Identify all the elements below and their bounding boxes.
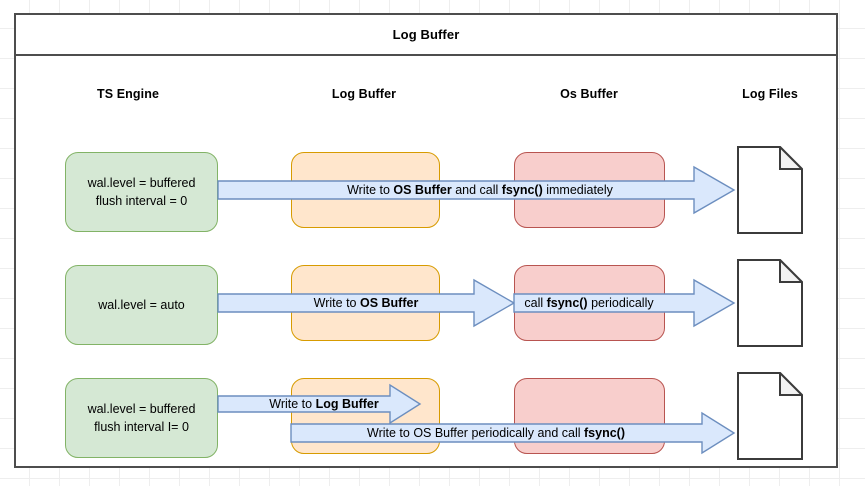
label-part-bold: fsync() — [584, 425, 625, 440]
arrow-label-row-1-1: Write to OS Buffer and call fsync() imme… — [347, 184, 613, 197]
label-part: Write to — [313, 295, 360, 310]
column-header-os-buffer: Os Buffer — [560, 87, 618, 101]
label-part: and call — [451, 182, 502, 197]
label-part-bold: fsync() — [501, 182, 543, 197]
ts-engine-config-line-1: wal.level = buffered — [87, 401, 196, 416]
ts-engine-config-line-1: wal.level = auto — [98, 297, 185, 312]
column-header-log-files: Log Files — [742, 87, 798, 101]
label-part-bold: OS Buffer — [359, 295, 419, 310]
arrow-shape-row-3-a[interactable] — [217, 383, 422, 425]
ts-engine-config-line-2: flush interval I= 0 — [94, 420, 189, 434]
label-part: Write to — [269, 396, 316, 411]
column-header-log-buffer: Log Buffer — [331, 87, 397, 101]
arrow-shape-row-3-b[interactable] — [290, 411, 736, 455]
label-part: Write to OS Buffer periodically and call — [367, 425, 585, 440]
ts-engine-node-row-1[interactable]: wal.level = buffered flush interval = 0 — [65, 152, 218, 232]
arrow-shape-row-1[interactable] — [217, 165, 736, 215]
label-part: Write to — [347, 182, 394, 197]
ts-engine-node-row-2[interactable]: wal.level = auto — [65, 265, 218, 345]
label-part-bold: fsync() — [546, 295, 588, 310]
log-file-icon-row-2[interactable] — [737, 259, 803, 347]
ts-engine-config-line-1: wal.level = buffered — [87, 175, 196, 190]
arrow-label-row-3-1: Write to Log Buffer — [269, 398, 379, 411]
label-part-bold: OS Buffer — [393, 182, 452, 197]
label-part-bold: Log Buffer — [315, 396, 379, 411]
arrow-label-row-2-1: Write to OS Buffer — [314, 297, 419, 310]
arrow-shape-row-2-b[interactable] — [513, 278, 736, 328]
label-part: call — [524, 295, 547, 310]
ts-engine-config-line-2: flush interval = 0 — [95, 194, 188, 208]
log-file-icon-row-1[interactable] — [737, 146, 803, 234]
arrow-label-row-3-2: Write to OS Buffer periodically and call… — [367, 427, 625, 440]
ts-engine-node-row-3[interactable]: wal.level = buffered flush interval I= 0 — [65, 378, 218, 458]
frame-title: Log Buffer — [16, 15, 836, 56]
label-part: periodically — [587, 295, 654, 310]
log-file-icon-row-3[interactable] — [737, 372, 803, 460]
label-part: immediately — [542, 182, 613, 197]
column-header-ts-engine: TS Engine — [96, 87, 160, 101]
arrow-label-row-2-2: call fsync() periodically — [524, 297, 653, 310]
arrow-shape-row-2-a[interactable] — [217, 278, 516, 328]
